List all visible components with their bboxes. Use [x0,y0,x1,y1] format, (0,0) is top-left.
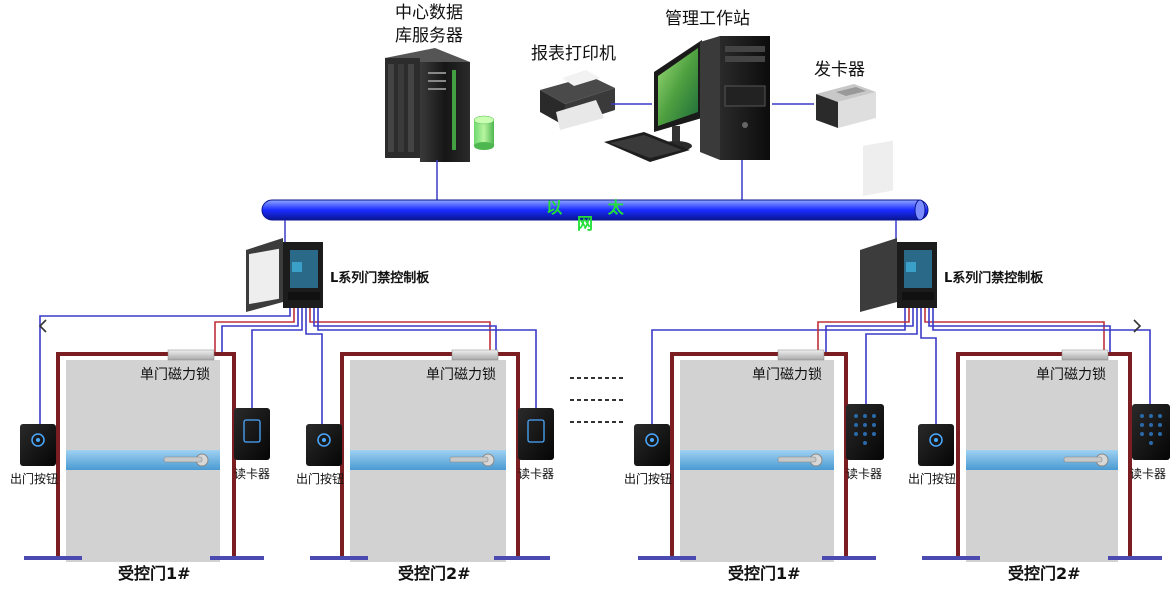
server-icon [385,48,470,162]
card-reader-label-1: 读卡器 [234,467,271,481]
exit-button-icon [634,424,670,466]
door-handle-icon [163,453,209,467]
management-workstation [604,36,770,162]
magnetic-lock-label-2: 单门磁力锁 [426,367,496,383]
database-server [385,48,495,162]
controller-box-icon [860,140,937,312]
card-reader-label-2: 读卡器 [518,467,555,481]
card-issuer-label: 发卡器 [814,60,865,80]
door-label-1: 受控门1# [118,564,191,583]
wiring-right [651,308,1151,425]
door-left-1 [24,349,264,562]
magnetic-lock-icon [451,349,499,361]
wiring-left [38,308,537,425]
workstation-label: 管理工作站 [665,9,750,29]
card-reader-label-3: 读卡器 [846,467,883,481]
pc-tower-icon [700,36,770,160]
ellipsis-dashes [570,377,626,423]
exit-button-icon [20,424,56,466]
exit-button-label-1: 出门按钮 [10,472,59,486]
card-reader-icon [1132,404,1170,460]
magnetic-lock-icon [167,349,215,361]
door-handle-icon [777,453,823,467]
controller-right [860,140,937,312]
exit-button-icon [918,424,954,466]
controller-left-label: L系列门禁控制板 [330,271,430,286]
magnetic-lock-icon [777,349,825,361]
ethernet-bus [261,199,929,221]
monitor-icon [654,40,702,151]
printer-icon [540,70,615,130]
door-label-4: 受控门2# [1008,564,1081,583]
printer-label: 报表打印机 [531,44,616,64]
database-icon [473,115,495,150]
magnetic-lock-label-3: 单门磁力锁 [752,367,822,383]
card-issuer-icon [816,84,876,128]
report-printer [540,70,615,130]
network-label: 以 太 网 [546,198,644,233]
exit-button-icon [306,424,342,466]
exit-button-label-3: 出门按钮 [624,472,673,486]
door-label-3: 受控门1# [728,564,801,583]
controller-box-icon [246,238,323,312]
door-label-2: 受控门2# [398,564,471,583]
door-left-2 [310,349,550,562]
card-reader-label-4: 读卡器 [1130,467,1167,481]
magnetic-lock-icon [1061,349,1109,361]
card-issuer [816,84,876,128]
card-reader-icon [518,408,554,460]
db-server-label-line2: 库服务器 [395,26,463,46]
card-reader-icon [234,408,270,460]
door-handle-icon [449,453,495,467]
db-server-label-line1: 中心数据 [395,3,463,23]
door-handle-icon [1063,453,1109,467]
door-right-2 [922,349,1162,562]
card-reader-icon [846,404,884,460]
exit-button-label-4: 出门按钮 [908,472,957,486]
controller-right-label: L系列门禁控制板 [944,271,1044,286]
magnetic-lock-label-4: 单门磁力锁 [1036,367,1106,383]
controller-left [246,238,323,312]
exit-button-label-2: 出门按钮 [296,472,345,486]
keyboard-icon [604,132,690,162]
magnetic-lock-label-1: 单门磁力锁 [140,367,210,383]
